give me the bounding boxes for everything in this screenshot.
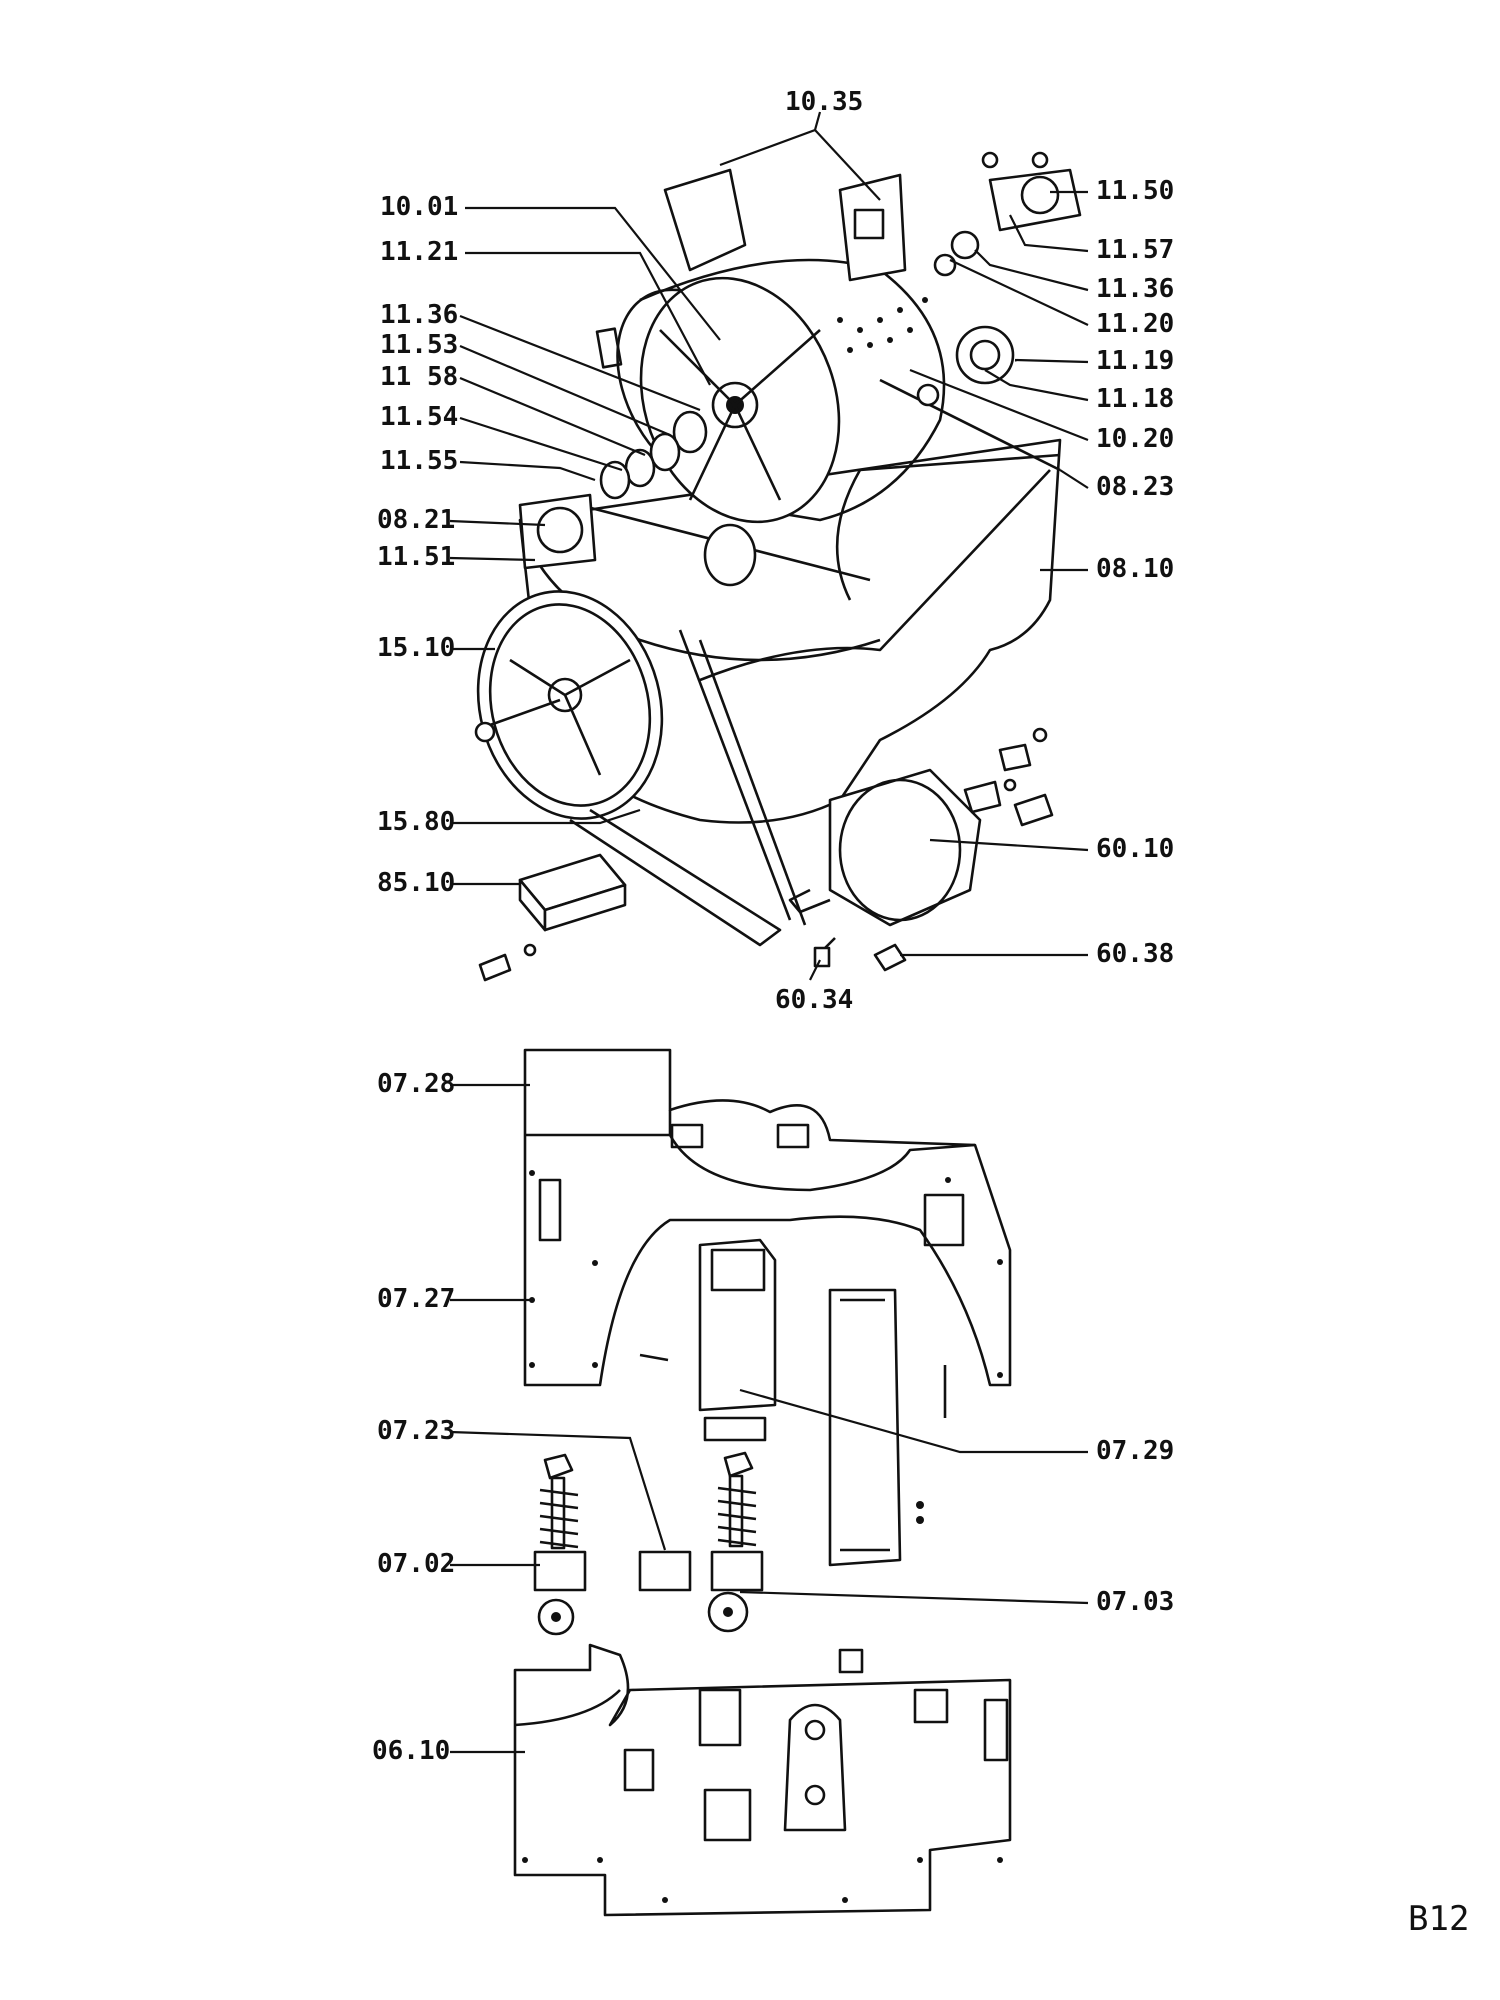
bearing-parts-right xyxy=(916,151,1082,407)
callout-08-23: 08.23 xyxy=(1096,472,1174,502)
base-plate xyxy=(513,1643,1012,1917)
callout-15-10: 15.10 xyxy=(377,633,455,663)
callout-11-36-left: 11.36 xyxy=(380,300,458,330)
callout-11-18: 11.18 xyxy=(1096,384,1174,414)
callout-11-21: 11.21 xyxy=(380,237,458,267)
callout-07-03: 07.03 xyxy=(1096,1587,1174,1617)
callout-07-29: 07.29 xyxy=(1096,1436,1174,1466)
callout-07-28: 07.28 xyxy=(377,1069,455,1099)
callout-06-10: 06.10 xyxy=(372,1736,450,1766)
callout-11-20: 11.20 xyxy=(1096,309,1174,339)
frame-panel xyxy=(523,1048,1012,1567)
shock-absorbers xyxy=(533,1451,764,1636)
callout-60-38: 60.38 xyxy=(1096,939,1174,969)
callout-10-35: 10.35 xyxy=(785,87,863,117)
callout-10-01: 10.01 xyxy=(380,192,458,222)
callout-11-53: 11.53 xyxy=(380,330,458,360)
callout-07-23: 07.23 xyxy=(377,1416,455,1446)
callout-11-50: 11.50 xyxy=(1096,176,1174,206)
callout-07-27: 07.27 xyxy=(377,1284,455,1314)
callout-11-54: 11.54 xyxy=(380,402,458,432)
callout-11-57: 11.57 xyxy=(1096,235,1174,265)
callout-labels: 10.35 10.01 11.21 11.36 11.53 11 58 11.5… xyxy=(372,87,1174,1766)
callout-07-02: 07.02 xyxy=(377,1549,455,1579)
drum-assembly xyxy=(518,168,1062,824)
callout-11-36-right: 11.36 xyxy=(1096,274,1174,304)
callout-60-34: 60.34 xyxy=(775,985,853,1015)
page-label: B12 xyxy=(1408,1899,1469,1939)
callout-60-10: 60.10 xyxy=(1096,834,1174,864)
electronic-module xyxy=(478,853,627,982)
pulley-and-belt xyxy=(474,590,807,947)
leader-lines xyxy=(449,111,1089,1754)
callout-15-80: 15.80 xyxy=(377,807,455,837)
motor xyxy=(788,727,1054,972)
callout-85-10: 85.10 xyxy=(377,868,455,898)
callout-11-58: 11 58 xyxy=(380,362,458,392)
callout-08-10: 08.10 xyxy=(1096,554,1174,584)
callout-11-55: 11.55 xyxy=(380,446,458,476)
callout-10-20: 10.20 xyxy=(1096,424,1174,454)
bearing-parts-left xyxy=(518,410,757,587)
callout-11-51: 11.51 xyxy=(377,542,455,572)
callout-11-19: 11.19 xyxy=(1096,346,1174,376)
callout-08-21: 08.21 xyxy=(377,505,455,535)
